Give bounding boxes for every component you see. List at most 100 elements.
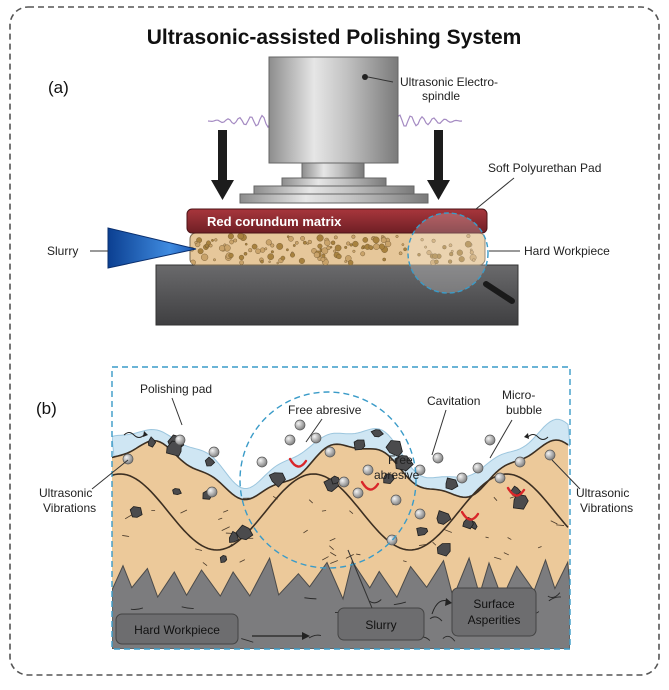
pad-particle: [271, 251, 274, 254]
pad-particle: [299, 258, 305, 264]
pad-particle: [290, 253, 295, 258]
down-arrow-right: [427, 130, 450, 200]
free-abrasive-label-2a: Free: [388, 453, 413, 467]
pad-particle: [404, 248, 407, 251]
pad-particle: [288, 236, 293, 241]
pad-particle: [334, 236, 337, 239]
pad-particle: [314, 252, 320, 258]
pad-particle: [333, 250, 336, 253]
asperities-text-1: Surface: [473, 597, 515, 611]
surface-asperities-box: Surface Asperities: [452, 588, 536, 636]
pad-label: Soft Polyurethan Pad: [488, 161, 601, 175]
pad-particle: [350, 244, 353, 247]
pad-particle: [295, 241, 298, 244]
pad-particle: [345, 260, 347, 262]
slurry-nozzle: [108, 228, 196, 268]
pad-particle: [317, 235, 324, 242]
pad-particle: [369, 246, 373, 250]
pad-particle: [219, 245, 225, 251]
free-abrasive-ball: [495, 473, 505, 483]
pad-particle: [248, 248, 252, 252]
pad-particle: [402, 244, 404, 246]
pad-particle: [211, 239, 213, 241]
slurry-text: Slurry: [365, 618, 396, 632]
pad-particle: [224, 244, 226, 246]
pad-particle: [234, 239, 237, 242]
free-abrasive-ball: [391, 495, 401, 505]
pad-particle: [324, 240, 330, 246]
pad-particle: [353, 241, 359, 247]
hard-workpiece-text: Hard Workpiece: [134, 623, 220, 637]
pad-particle: [281, 256, 285, 260]
free-abrasive-ball: [457, 473, 467, 483]
pad-particle: [198, 249, 203, 254]
pad-particle: [191, 260, 196, 265]
slurry-label: Slurry: [47, 244, 78, 258]
free-abrasive-ball: [339, 477, 349, 487]
free-abrasive-ball: [353, 488, 363, 498]
pad-particle: [256, 249, 261, 254]
free-abrasive-ball: [285, 435, 295, 445]
pad-particle: [346, 242, 350, 246]
pad-particle: [361, 252, 365, 256]
pad-particle: [396, 235, 399, 238]
pad-particle: [239, 255, 244, 260]
pad-particle: [385, 241, 391, 247]
free-abrasive-ball: [209, 447, 219, 457]
panel-a-label: (a): [48, 78, 69, 97]
pad-particle: [260, 260, 263, 263]
free-abrasive-ball: [515, 457, 525, 467]
free-abrasive-ball: [433, 453, 443, 463]
free-abrasive-ball: [485, 435, 495, 445]
pad-particle: [373, 244, 379, 250]
pad-particle: [303, 241, 306, 244]
pad-particle: [379, 244, 385, 250]
pad-particle: [260, 248, 265, 253]
hard-workpiece-box: Hard Workpiece: [116, 614, 238, 644]
pad-particle: [363, 237, 368, 242]
ultrasonic-left-label-2: Vibrations: [43, 501, 96, 515]
free-abrasive-ball: [295, 420, 305, 430]
pad-particle: [361, 247, 363, 249]
pad-particle: [373, 237, 379, 243]
pad-particle: [320, 250, 322, 252]
polishing-pad-label: Polishing pad: [140, 382, 212, 396]
micro-bubble-label-1: Micro-: [502, 388, 535, 402]
pad-particle: [271, 244, 275, 248]
pad-particle: [245, 243, 247, 245]
slurry-box: Slurry: [338, 608, 424, 640]
pad-particle: [252, 244, 257, 249]
pad-leader: [476, 178, 514, 209]
abrasive-grain: [130, 507, 142, 518]
ultrasonic-right-label-2: Vibrations: [580, 501, 633, 515]
pad-particle: [229, 253, 234, 258]
pad-particle: [321, 257, 325, 261]
pad-particle: [213, 259, 215, 261]
workpiece-label: Hard Workpiece: [524, 244, 610, 258]
free-abrasive-ball: [415, 509, 425, 519]
pad-particle: [348, 260, 353, 265]
pad-particle: [206, 241, 210, 245]
pad-particle: [244, 252, 247, 255]
pad-particle: [331, 241, 335, 245]
free-abrasive-ball: [311, 433, 321, 443]
pad-particle: [201, 254, 208, 261]
free-abrasive-ball: [175, 435, 185, 445]
pad-particle: [337, 254, 342, 259]
spindle-label-2: spindle: [422, 89, 460, 103]
pad-particle: [300, 236, 304, 240]
pad-particle: [353, 250, 356, 253]
pad-particle: [352, 235, 356, 239]
free-abrasive-label-1: Free abresive: [288, 403, 362, 417]
pad-particle: [240, 261, 244, 265]
micro-bubble-label-2: bubble: [506, 403, 542, 417]
pad-particle: [286, 249, 288, 251]
pad-particle: [327, 246, 331, 250]
cavitation-label: Cavitation: [427, 394, 480, 408]
pad-particle: [269, 261, 271, 263]
figure-title: Ultrasonic-assisted Polishing System: [147, 26, 522, 49]
pad-particle: [195, 241, 198, 244]
pad-particle: [277, 262, 279, 264]
